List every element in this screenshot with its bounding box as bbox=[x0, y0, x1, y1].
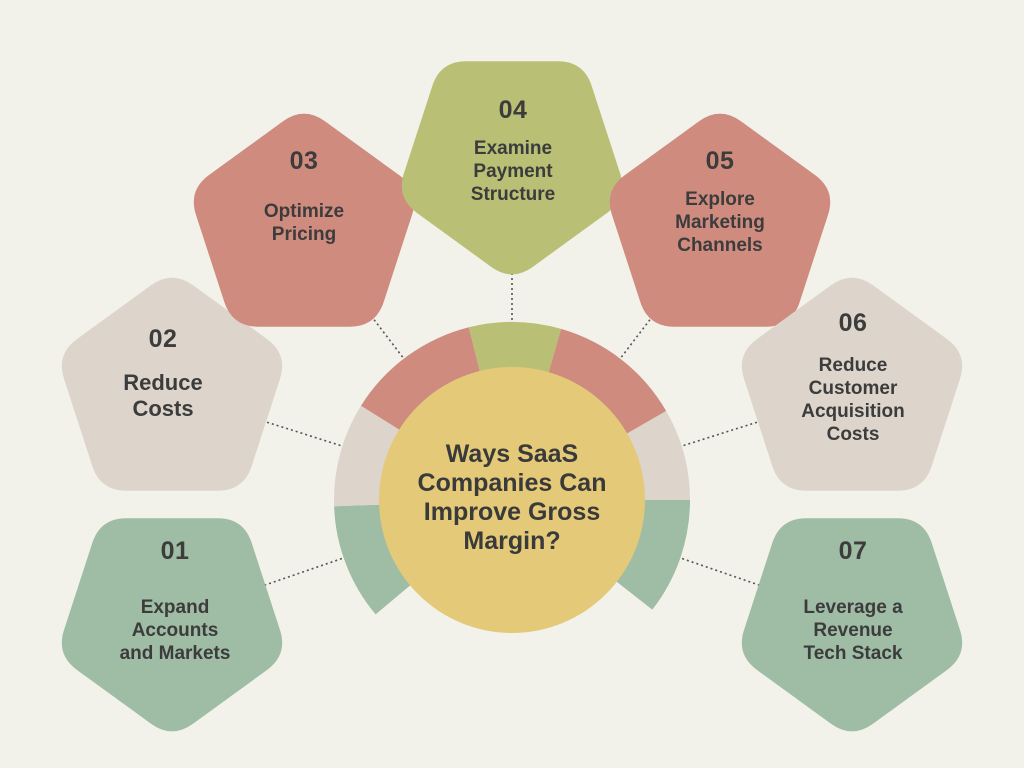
ring-segment-04 bbox=[468, 321, 562, 377]
pentagon-group bbox=[61, 61, 963, 732]
pentagon-01 bbox=[61, 518, 283, 732]
ring-segment-03 bbox=[361, 327, 481, 433]
pentagon-05 bbox=[609, 113, 831, 327]
connector-line bbox=[261, 554, 352, 587]
ring-segment-05 bbox=[547, 328, 667, 436]
pentagon-02 bbox=[61, 277, 283, 491]
center-circle bbox=[379, 367, 645, 633]
ring-segment-01 bbox=[334, 504, 414, 615]
ring-segment-02 bbox=[333, 405, 404, 507]
pentagon-06 bbox=[741, 277, 963, 491]
center-title: Ways SaaS Companies Can Improve Gross Ma… bbox=[417, 440, 607, 555]
connector-line bbox=[262, 420, 351, 450]
pentagon-07 bbox=[741, 518, 963, 732]
pentagon-04 bbox=[401, 61, 623, 275]
connector-line bbox=[672, 554, 763, 587]
ring-segment-07 bbox=[612, 500, 690, 610]
pentagon-03 bbox=[193, 113, 415, 327]
connector-lines bbox=[261, 255, 763, 587]
connector-line bbox=[673, 420, 762, 450]
